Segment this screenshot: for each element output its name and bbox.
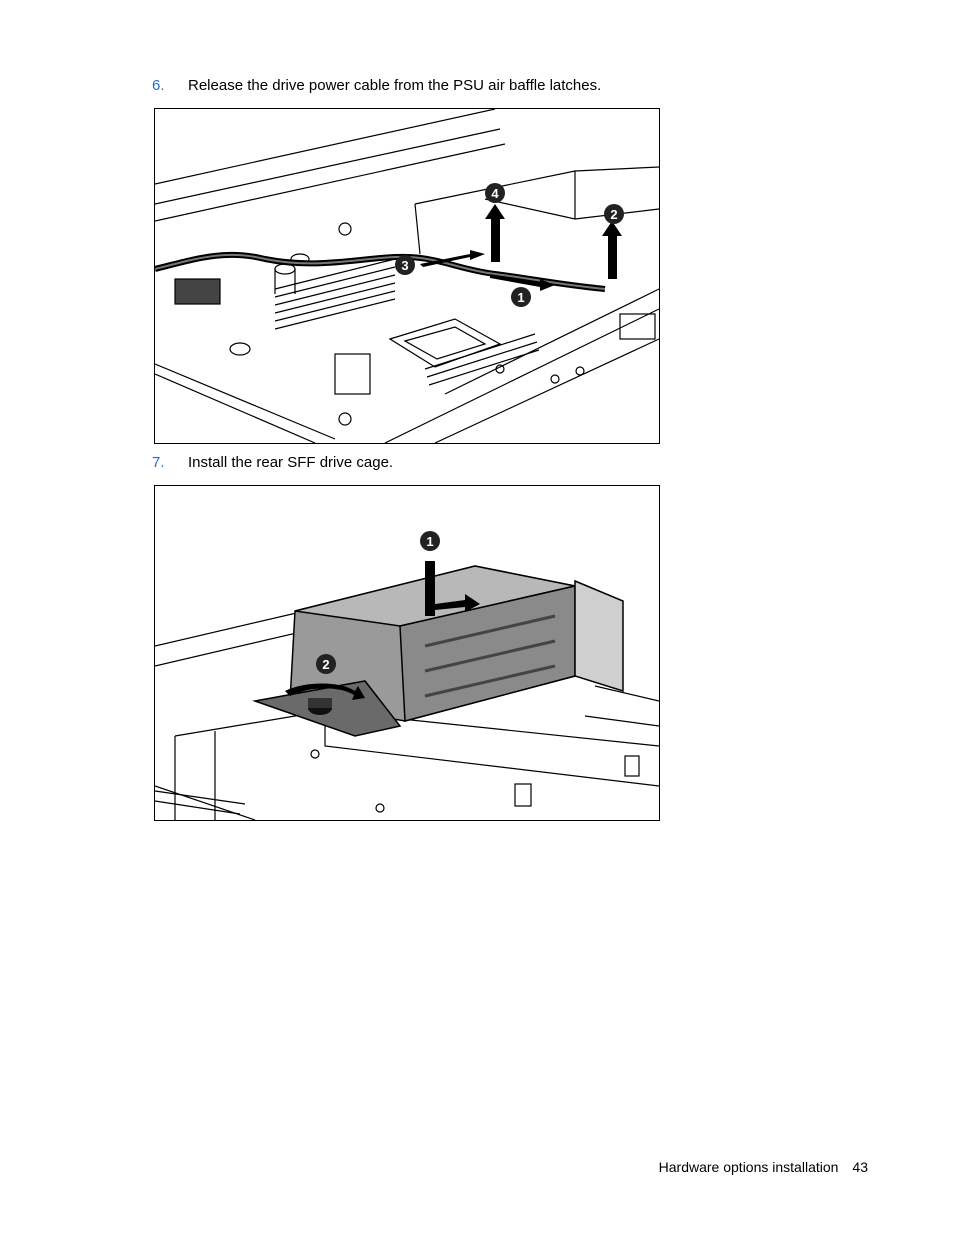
callout-label: 2: [610, 207, 617, 222]
step-number: 6.: [152, 77, 165, 94]
callout-1: 1: [511, 287, 531, 307]
figure-release-power-cable: 4 2 3 1: [154, 108, 660, 444]
step-text: Install the rear SFF drive cage.: [188, 454, 394, 471]
callout-3: 3: [395, 255, 415, 275]
callout-2: 2: [316, 654, 336, 674]
footer-section-title: Hardware options installation: [658, 1159, 839, 1175]
server-chassis-illustration: 4 2 3 1: [155, 109, 659, 443]
drive-cage-illustration: 1 2: [155, 531, 659, 820]
callout-label: 2: [322, 657, 329, 672]
callout-label: 3: [401, 258, 408, 273]
callout-2: 2: [604, 204, 624, 224]
figure-install-drive-cage: 1 2: [154, 485, 660, 821]
callout-label: 4: [491, 186, 499, 201]
callout-1: 1: [420, 531, 440, 551]
page-footer: Hardware options installation 43: [659, 1159, 868, 1175]
step-number: 7.: [152, 454, 165, 471]
page-number: 43: [852, 1159, 868, 1175]
callout-label: 1: [517, 290, 524, 305]
step-text: Release the drive power cable from the P…: [188, 77, 602, 94]
callout-4: 4: [485, 183, 505, 203]
callout-label: 1: [426, 534, 433, 549]
